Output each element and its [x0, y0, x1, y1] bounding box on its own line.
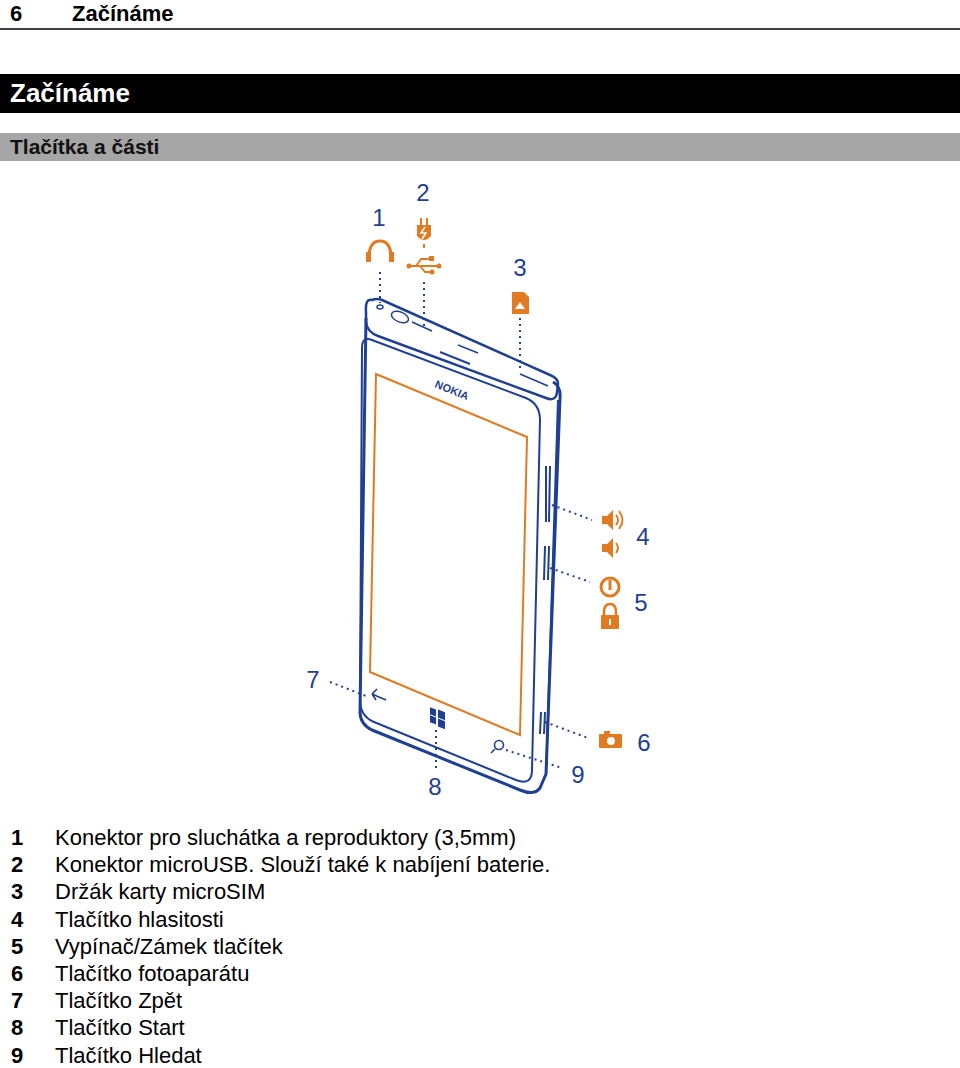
- page-number: 6: [10, 2, 22, 26]
- part-name: Konektor pro sluchátka a reproduktory (3…: [55, 826, 516, 850]
- list-number: 3: [11, 880, 23, 904]
- list-number: 9: [11, 1044, 23, 1068]
- band-heading: Začínáme: [10, 79, 950, 108]
- section-band: Začínáme: [0, 74, 960, 113]
- callout-number: 8: [428, 774, 441, 800]
- icons: [366, 218, 623, 748]
- brand-logo: NOKIA: [433, 378, 470, 402]
- list-number: 4: [11, 908, 23, 932]
- callout-number: 2: [416, 180, 429, 206]
- part-name: Tlačítko Zpět: [55, 989, 182, 1013]
- list-number: 7: [11, 989, 23, 1013]
- part-name: Tlačítko hlasitosti: [55, 908, 224, 932]
- callout-number: 7: [306, 667, 319, 693]
- part-name: Tlačítko Hledat: [55, 1044, 202, 1068]
- part-name: Vypínač/Zámek tlačítek: [55, 935, 283, 959]
- callout-number: 5: [634, 590, 647, 616]
- band-heading: Tlačítka a části: [10, 135, 950, 158]
- header-rule: [0, 28, 960, 30]
- phone-body: [360, 299, 560, 793]
- list-number: 6: [11, 962, 23, 986]
- subsection-band: Tlačítka a části: [0, 133, 960, 161]
- callout-number: 3: [513, 255, 526, 281]
- callout-number: 9: [571, 762, 584, 788]
- part-name: Tlačítko fotoaparátu: [55, 962, 249, 986]
- callout-number: 6: [637, 730, 650, 756]
- screen: [370, 374, 527, 735]
- callout-number: 4: [636, 524, 649, 550]
- list-number: 2: [11, 853, 23, 877]
- part-name: Držák karty microSIM: [55, 880, 265, 904]
- leader-lines: [330, 272, 592, 770]
- list-number: 1: [11, 826, 23, 850]
- part-name: Konektor microUSB. Slouží také k nabíjen…: [55, 853, 550, 877]
- callout-number: 1: [372, 205, 385, 231]
- start-logo: [430, 706, 445, 729]
- list-number: 8: [11, 1016, 23, 1040]
- part-name: Tlačítko Start: [55, 1016, 185, 1040]
- list-number: 5: [11, 935, 23, 959]
- page-header: Začínáme: [72, 2, 174, 26]
